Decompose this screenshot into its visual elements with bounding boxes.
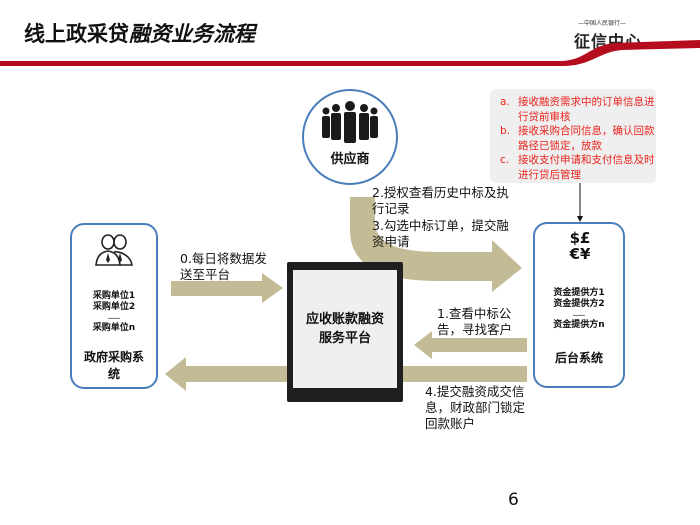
fund-provider: 资金提供方2 [553, 299, 605, 309]
fund-provider: 资金提供方1 [553, 288, 605, 298]
currency-icon: $£€¥ [569, 229, 591, 263]
arrow-step1 [414, 331, 527, 359]
fund-provider-ellipsis: …… [573, 311, 585, 318]
government-procurement-system: 采购单位1 采购单位2 …… 采购单位n 政府采购系统 [70, 223, 158, 389]
page-title: 线上政采贷融资业务流程 [24, 22, 255, 46]
note-item: b.接收采购合同信息，确认回款路径已锁定，放款 [500, 125, 655, 152]
procurement-unit-ellipsis: …… [108, 314, 120, 321]
users-icon [95, 234, 133, 266]
arrow-step0 [171, 273, 283, 303]
backend-system: $£€¥ 资金提供方1 资金提供方2 …… 资金提供方n 后台系统 [533, 222, 625, 388]
step0-label: 0.每日将数据发送至平台 [180, 251, 267, 282]
financing-service-platform: 应收账款融资服务平台 [287, 262, 403, 402]
page-number: 6 [508, 490, 519, 510]
backend-label: 后台系统 [554, 351, 603, 365]
supplier-node: 供应商 [302, 89, 398, 185]
procurement-unit: 采购单位1 [92, 291, 136, 301]
government-label: 政府采购系统 [84, 350, 145, 381]
supplier-label: 供应商 [330, 152, 370, 167]
note-item: a.接收融资需求中的订单信息进行贷前审核 [500, 96, 655, 123]
step3-label: 3.勾选中标订单，提交融资申请 [372, 218, 509, 249]
header-red-swoosh [0, 40, 700, 66]
procurement-unit: 采购单位2 [92, 302, 136, 312]
step4-label: 4.提交融资成交信息，财政部门锁定回款账户 [425, 384, 526, 431]
note-item: c.接收支付申请和支付信息及时进行贷后管理 [500, 154, 655, 181]
logo-subtitle: —中国人民银行— [578, 20, 627, 27]
people-group-icon [322, 101, 378, 143]
fund-provider: 资金提供方n [553, 320, 605, 330]
backend-tasks-note: a.接收融资需求中的订单信息进行贷前审核 b.接收采购合同信息，确认回款路径已锁… [490, 89, 656, 183]
procurement-unit: 采购单位n [92, 323, 136, 333]
platform-label: 应收账款融资服务平台 [305, 312, 384, 346]
step2-label: 2.授权查看历史中标及执行记录 [372, 185, 509, 216]
step1-label: 1.查看中标公告，寻找客户 [437, 306, 513, 337]
